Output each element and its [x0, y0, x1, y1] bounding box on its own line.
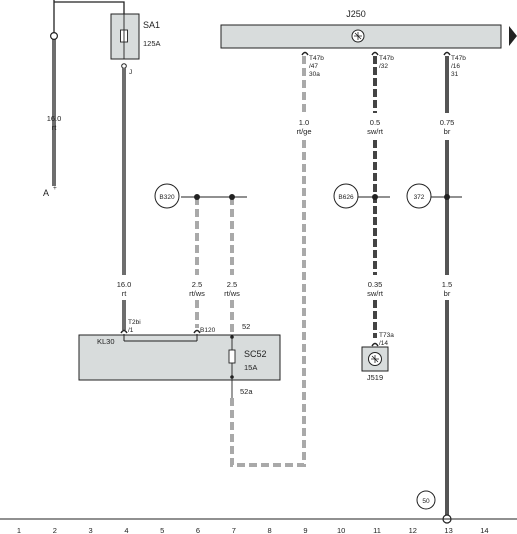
swrt-top-color: sw/rt [367, 127, 384, 136]
column-number: 9 [303, 526, 307, 534]
column-number: 8 [268, 526, 272, 534]
sc52-bottom-node [230, 375, 234, 379]
rtws-b-size: 2.5 [227, 280, 237, 289]
rtge-wire-size: 1.0 [299, 118, 309, 127]
rtge-wire-color: rt/ge [296, 127, 311, 136]
t2bi-name: T2bi [128, 319, 141, 326]
t47b-47-wire-label: 30a [309, 71, 320, 78]
swrt-top-size: 0.5 [370, 118, 380, 127]
t47b-31-name: T47b [451, 55, 466, 62]
sc52-rating: 15A [244, 363, 257, 372]
column-number: 12 [409, 526, 417, 534]
t2bi-pin-label: /1 [128, 327, 134, 334]
swrt-bottom-size: 0.35 [368, 280, 383, 289]
b320-node-b [229, 194, 235, 200]
column-number: 4 [124, 526, 128, 534]
column-number: 5 [160, 526, 164, 534]
fuse-carrier [78, 334, 281, 381]
t47b-47-name: T47b [309, 55, 324, 62]
column-number: 7 [232, 526, 236, 534]
s50-label: 50 [422, 498, 430, 505]
battery-wire-size: 16.0 [47, 114, 62, 123]
s372-label: 372 [414, 194, 425, 201]
br-top-size: 0.75 [440, 118, 455, 127]
t2bi-pin [120, 329, 128, 334]
sa1-name: SA1 [143, 20, 160, 30]
br-bottom-size: 1.5 [442, 280, 452, 289]
s372-splice-label-circle [406, 183, 432, 209]
rtws-a-color: rt/ws [189, 289, 205, 298]
j519-unit [361, 346, 389, 372]
battery-polarity: + [53, 185, 57, 192]
column-number: 2 [53, 526, 57, 534]
column-number: 11 [373, 526, 381, 534]
column-number: 10 [337, 526, 345, 534]
sa1-pin-circle [121, 63, 127, 69]
terminal-52a-label: 52a [240, 387, 253, 396]
t47b-32-pin-label: /32 [379, 63, 388, 70]
b626-node [372, 194, 378, 200]
column-number: 14 [480, 526, 488, 534]
b320-label: B320 [159, 194, 175, 201]
b626-label: B626 [338, 194, 354, 201]
battery-wire-color: rt [52, 123, 57, 132]
b320-splice-label-circle [154, 183, 180, 209]
rtge-wire-lower [230, 140, 306, 467]
battery-label: A [43, 188, 49, 198]
column-number: 13 [444, 526, 452, 534]
s50-label-circle [416, 490, 436, 510]
t73a-pin-label: /14 [379, 340, 388, 347]
sc52-fuse-element [228, 349, 236, 364]
sc52-top-node [230, 335, 234, 339]
t47b-32-name: T47b [379, 55, 394, 62]
b320-node-a [194, 194, 200, 200]
column-number: 6 [196, 526, 200, 534]
j519-name: J519 [367, 373, 383, 382]
br-bottom-color: br [444, 289, 451, 298]
t47b-31-wire-label: 31 [451, 71, 459, 78]
j250-name: J250 [346, 9, 366, 19]
t47b-47-pin [301, 51, 309, 56]
b120-label: B120 [200, 327, 216, 334]
j250-symbol-mark [354, 32, 362, 40]
sa1-output-wire-color: rt [122, 289, 127, 298]
b626-splice-label-circle [333, 183, 359, 209]
br-top-color: br [444, 127, 451, 136]
t47b-31-pin-label: /16 [451, 63, 460, 70]
column-number: 1 [17, 526, 21, 534]
j250-continuation-arrow [509, 26, 517, 46]
t73a-name: T73a [379, 332, 394, 339]
t47b-31-pin [443, 51, 451, 56]
sa1-output-wire-size: 16.0 [117, 280, 132, 289]
battery-terminal [49, 31, 58, 40]
sa1-pin-label: J [129, 69, 132, 76]
column-number: 3 [89, 526, 93, 534]
top-feed-line [53, 0, 125, 36]
t73a-pin [371, 342, 379, 347]
t47b-47-pin-label: /47 [309, 63, 318, 70]
sa1-rating: 125A [143, 39, 161, 48]
rtws-a-size: 2.5 [192, 280, 202, 289]
s372-node [444, 194, 450, 200]
terminal-52-label: 52 [242, 322, 250, 331]
j519-symbol-mark [371, 355, 379, 363]
kl30-label: KL30 [97, 337, 115, 346]
rtws-b-color: rt/ws [224, 289, 240, 298]
sc52-name: SC52 [244, 349, 267, 359]
t47b-32-pin [371, 51, 379, 56]
swrt-bottom-color: sw/rt [367, 289, 384, 298]
b120-pin [193, 329, 201, 334]
